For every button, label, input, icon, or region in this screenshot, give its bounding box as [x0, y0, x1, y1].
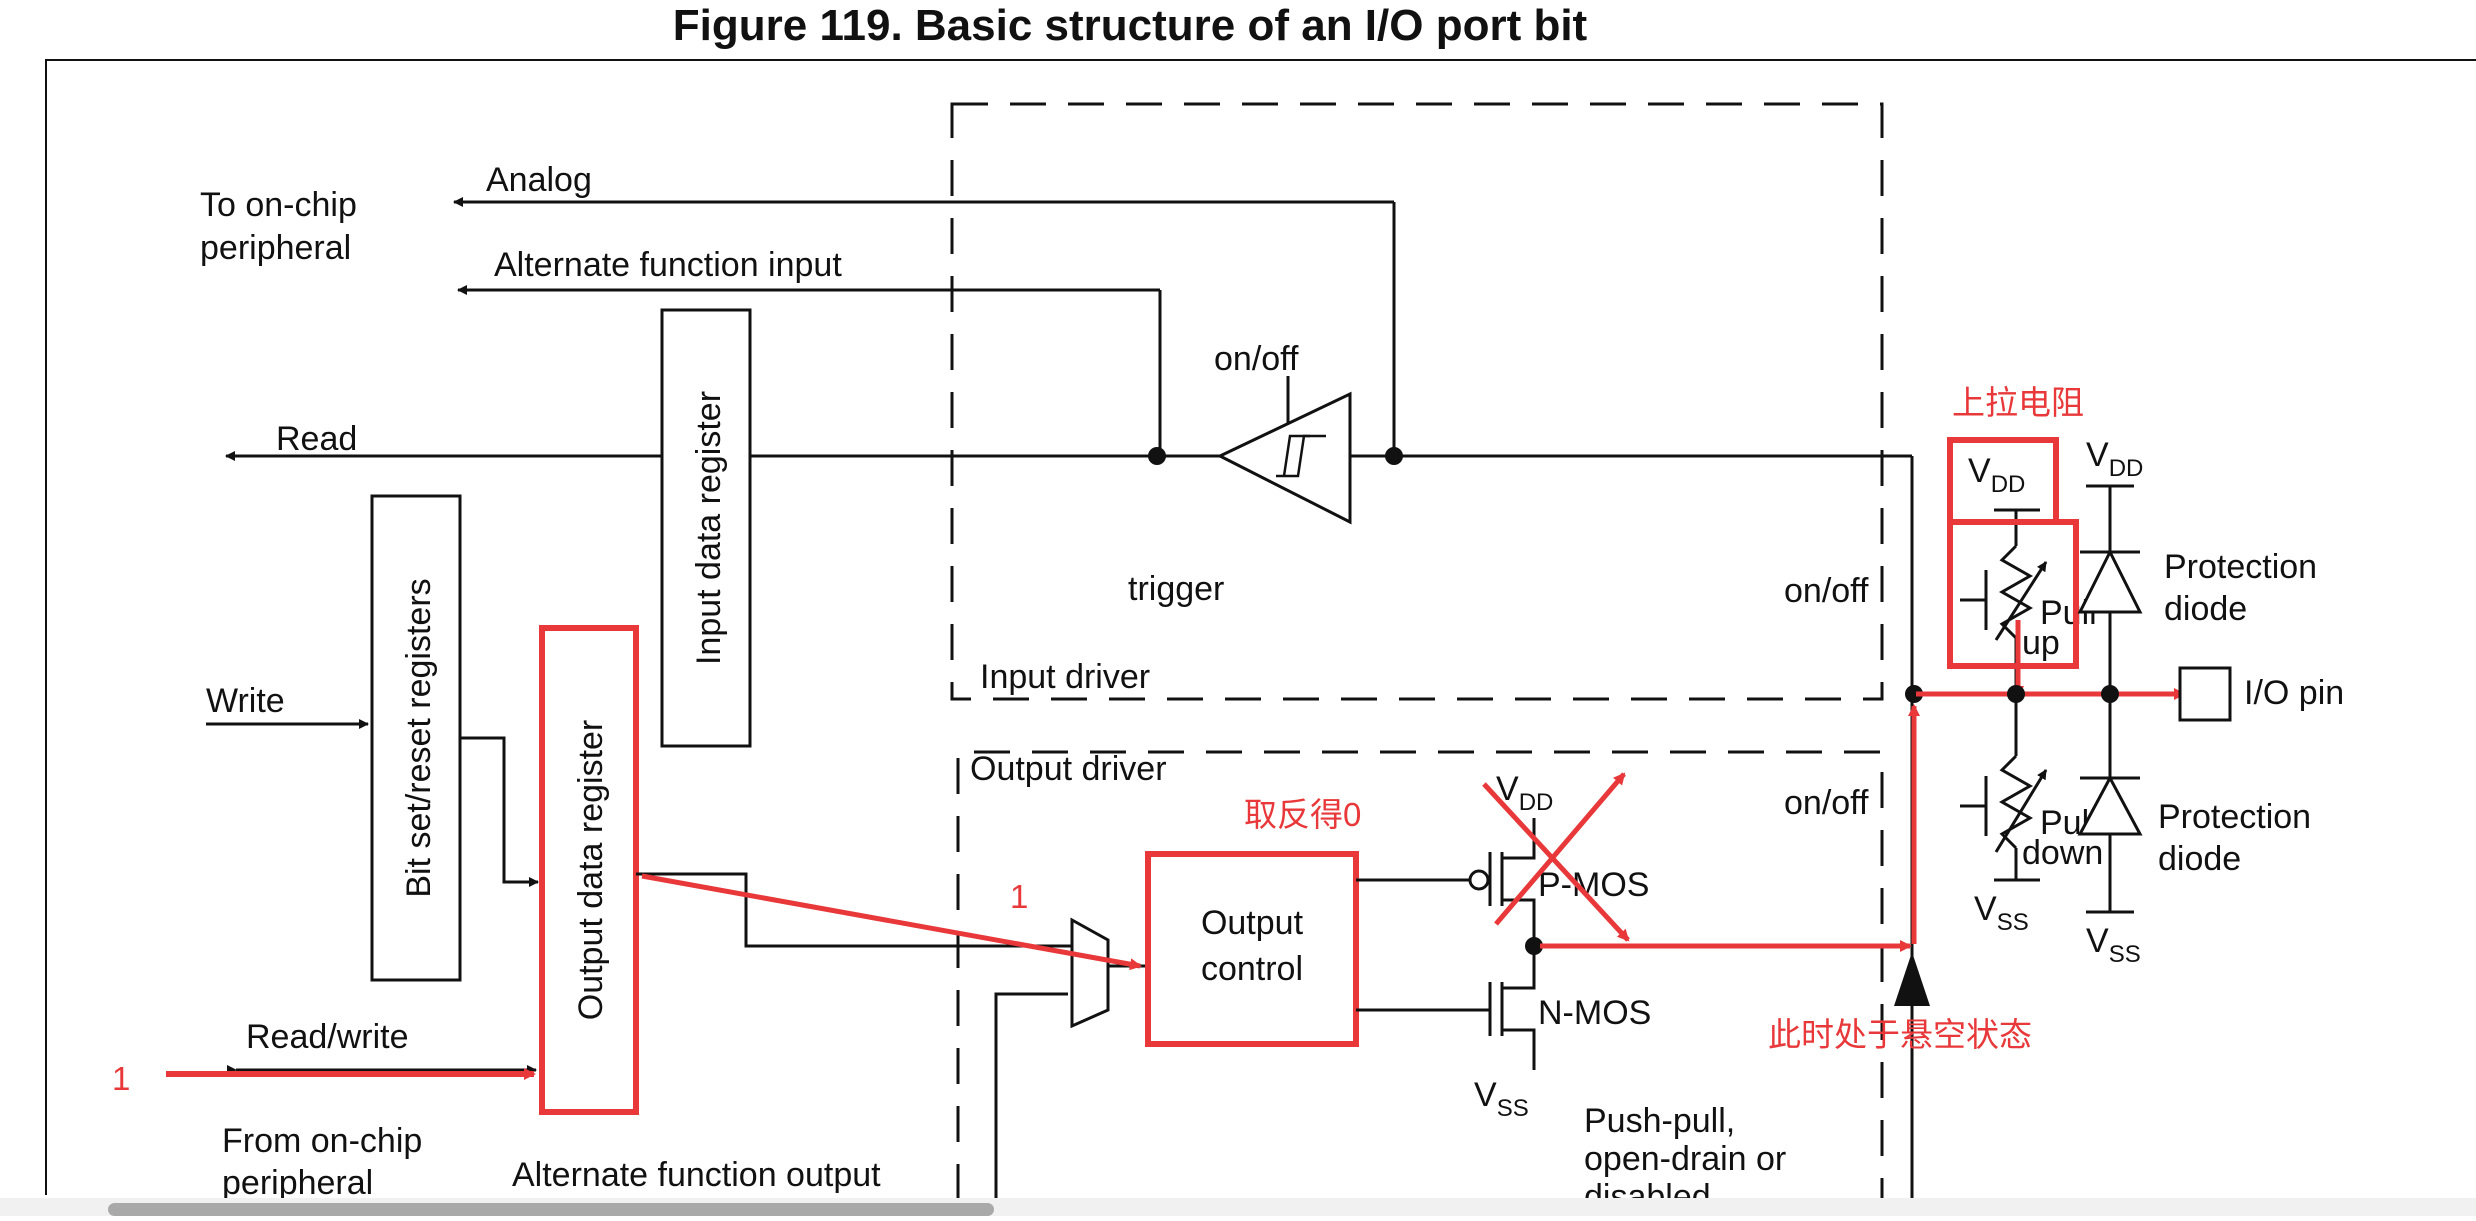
upper-diode-symbol: [2077, 548, 2143, 614]
figure-title: Figure 119. Basic structure of an I/O po…: [673, 1, 1588, 50]
output-data-register-label: Output data register: [572, 720, 610, 1021]
output-data-register-highlight: [539, 625, 639, 1115]
to-onchip-label: To on-chip: [200, 186, 357, 224]
output-mux-symbol: [1070, 917, 1110, 1029]
pullup-resistor-highlight: [1947, 519, 2079, 669]
annotation-one-left: 1: [112, 1060, 130, 1097]
red-odr-to-control-arrow: [641, 873, 1142, 971]
diode-junction-dot: [2101, 685, 2119, 703]
io-pin-box: [2178, 666, 2232, 722]
bsrr-to-odr-arrow: [460, 736, 539, 887]
lower-diode-symbol: [2077, 774, 2143, 836]
hysteresis-icon-2: [1282, 434, 1310, 477]
outer-frame: [45, 59, 2476, 1195]
pulldown-vss-label: VSS: [1974, 890, 2029, 936]
pmos-source: [1502, 818, 1536, 860]
trigger-label: trigger: [1128, 570, 1224, 608]
resistor-junction-dot: [2007, 685, 2025, 703]
nmos-drain: [1502, 946, 1536, 990]
read-write-label: Read/write: [246, 1018, 409, 1056]
output-control-highlight: [1145, 851, 1359, 1047]
annotation-pullup-resistor: 上拉电阻: [1952, 384, 2084, 421]
output-driver-label: Output driver: [970, 750, 1167, 788]
red-cross-line-2: [1494, 772, 1626, 926]
pullup-variable-arrow: [1994, 561, 2048, 641]
junction-dot-analog: [1385, 447, 1403, 465]
alt-func-output-line: [994, 992, 1068, 1200]
alt-func-input-label: Alternate function input: [494, 246, 842, 284]
trigger-on-off-label: on/off: [1214, 340, 1299, 378]
schmitt-trigger-symbol: [1216, 391, 1352, 525]
upper-protection-label: Protection: [2164, 548, 2317, 586]
alt-func-output-label: Alternate function output: [512, 1156, 881, 1194]
read-label: Read: [276, 420, 357, 458]
annotation-one-mid: 1: [1010, 878, 1028, 915]
input-driver-box: [950, 102, 1884, 701]
input-data-register-box: [660, 308, 752, 748]
pulldown-label-2: down: [2022, 834, 2103, 872]
io-pin-label: I/O pin: [2244, 674, 2344, 712]
bit-set-reset-box: [370, 494, 462, 982]
output-on-off-label: on/off: [1784, 784, 1869, 822]
bus-up-arrow: [1894, 952, 1930, 1006]
pulldown-resistor-zigzag: [1998, 754, 2034, 850]
nmos-source: [1502, 1028, 1536, 1070]
nmos-label: N-MOS: [1538, 994, 1651, 1032]
pullup-vdd-label: VDD: [1968, 452, 2025, 498]
annotation-floating-state: 此时处于悬空状态: [1768, 1016, 2032, 1053]
diode-vss-label: VSS: [2086, 922, 2141, 968]
red-cross-line-1: [1482, 782, 1630, 942]
pmos-vdd-label: VDD: [1496, 770, 1553, 816]
write-label: Write: [206, 682, 285, 720]
pullup-resistor-zigzag: [1998, 544, 2034, 640]
input-data-register-label: Input data register: [690, 391, 728, 665]
to-onchip-label-2: peripheral: [200, 229, 351, 267]
nmos-vss-label: VSS: [1474, 1076, 1529, 1122]
output-control-label-2: control: [1201, 950, 1303, 988]
from-onchip-label-2: peripheral: [222, 1164, 373, 1202]
analog-label: Analog: [486, 161, 592, 199]
lower-protection-label-2: diode: [2158, 840, 2241, 878]
output-control-box: [1146, 852, 1358, 1046]
from-onchip-label: From on-chip: [222, 1122, 422, 1160]
lower-protection-label: Protection: [2158, 798, 2311, 836]
output-control-label: Output: [1201, 904, 1304, 942]
horizontal-scrollbar-thumb[interactable]: [108, 1203, 994, 1216]
output-driver-box: [956, 750, 1884, 1200]
pmos-drain: [1502, 898, 1536, 944]
input-on-off-label: on/off: [1784, 572, 1869, 610]
diode-vdd-label: VDD: [2086, 436, 2143, 482]
pmos-label: P-MOS: [1538, 866, 1649, 904]
annotation-invert-zero: 取反得0: [1244, 796, 1361, 833]
hysteresis-icon: [1276, 434, 1326, 478]
upper-protection-label-2: diode: [2164, 590, 2247, 628]
input-driver-label: Input driver: [980, 658, 1150, 696]
pmos-gate-bubble: [1468, 869, 1490, 891]
pullup-label-2: up: [2022, 624, 2060, 662]
push-pull-label: Push-pull,: [1584, 1102, 1735, 1140]
pulldown-variable-arrow: [1994, 769, 2048, 853]
junction-dot-read: [1148, 447, 1166, 465]
push-pull-label-2: open-drain or: [1584, 1140, 1786, 1178]
odr-to-mux-line: [636, 872, 1072, 948]
bit-set-reset-label: Bit set/reset registers: [400, 578, 438, 897]
